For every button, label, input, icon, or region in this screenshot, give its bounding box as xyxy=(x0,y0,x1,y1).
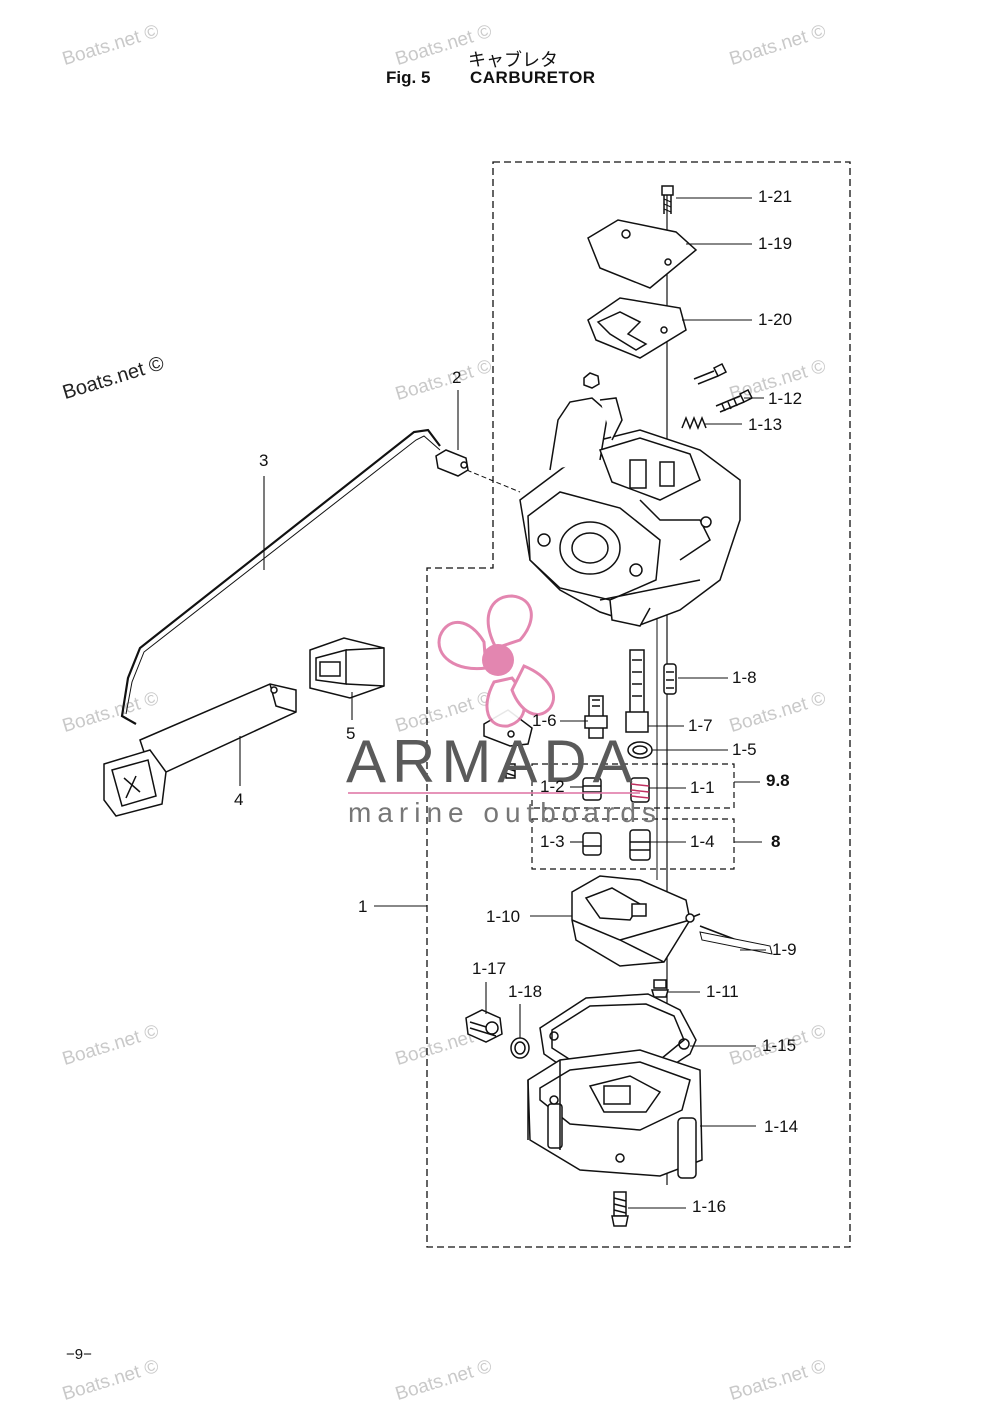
part-fitting-2 xyxy=(435,449,469,477)
callout-1-9: 1-9 xyxy=(772,940,797,959)
part-float-1-10 xyxy=(571,875,691,967)
callout-1-20: 1-20 xyxy=(758,310,793,329)
part-spring-1-13 xyxy=(681,415,707,431)
callout-3: 3 xyxy=(259,451,269,470)
part-small-screw xyxy=(505,763,516,779)
callout-1-16: 1-16 xyxy=(692,1197,727,1216)
callout-1-14: 1-14 xyxy=(764,1117,799,1136)
callout-1-10: 1-10 xyxy=(486,907,521,926)
callout-1-6: 1-6 xyxy=(532,711,557,730)
part-pilot-jet-1-6 xyxy=(584,695,608,739)
part-float-chamber-1-14 xyxy=(527,1049,703,1179)
part-gasket-1-20 xyxy=(587,297,687,359)
part-needle-valve-1-8 xyxy=(663,663,677,695)
group-box-9-8 xyxy=(531,763,735,809)
page-number: −9− xyxy=(66,1346,92,1363)
callout-1-1: 1-1 xyxy=(690,778,715,797)
figure-label: Fig. 5 xyxy=(386,68,431,87)
part-cover-1-19 xyxy=(587,219,698,289)
part-main-jet-1-1 xyxy=(630,777,650,803)
part-main-jet-1-3 xyxy=(582,832,602,856)
part-screw-1-12 xyxy=(715,388,754,413)
callout-1-5: 1-5 xyxy=(732,740,757,759)
callout-4: 4 xyxy=(234,790,244,809)
callout-1-19: 1-19 xyxy=(758,234,793,253)
callout-1-7: 1-7 xyxy=(688,716,713,735)
part-washer-1-18 xyxy=(510,1037,530,1059)
part-screw-1-21 xyxy=(661,185,674,214)
group-box-8 xyxy=(531,818,735,870)
callout-1-11: 1-11 xyxy=(706,982,739,1001)
part-screw-1-11 xyxy=(651,979,669,998)
part-carburetor-body xyxy=(519,397,741,627)
part-main-jet-1-4 xyxy=(629,829,651,861)
callout-1: 1 xyxy=(358,897,368,916)
callout-8: 8 xyxy=(771,832,781,851)
figure-title: CARBURETOR xyxy=(470,68,596,87)
callout-1-4: 1-4 xyxy=(690,832,715,851)
part-drain-screw-1-17 xyxy=(465,1009,503,1043)
part-choke-rod-3 xyxy=(120,428,441,725)
callout-1-15: 1-15 xyxy=(762,1036,797,1055)
part-choke-knob-4 xyxy=(103,683,297,817)
callout-1-17: 1-17 xyxy=(472,959,507,978)
callout-5: 5 xyxy=(346,724,356,743)
armada-logo-tagline: marine outboards xyxy=(348,797,662,828)
callout-9-8: 9.8 xyxy=(766,771,790,790)
callout-1-8: 1-8 xyxy=(732,668,757,687)
assembly-boundary xyxy=(426,161,851,1248)
callout-1-13: 1-13 xyxy=(748,415,783,434)
callout-1-21: 1-21 xyxy=(758,187,793,206)
callout-2: 2 xyxy=(452,368,462,387)
callout-1-18: 1-18 xyxy=(508,982,543,1001)
part-knob-5 xyxy=(309,637,385,699)
callout-1-2: 1-2 xyxy=(540,777,565,796)
callout-1-3: 1-3 xyxy=(540,832,565,851)
armada-logo-propeller-icon xyxy=(437,594,556,728)
armada-logo-wordmark: ARMADA xyxy=(346,728,639,795)
callout-1-12: 1-12 xyxy=(768,389,803,408)
part-emulsion-tube-1-7 xyxy=(625,649,649,733)
part-screw-1-16 xyxy=(611,1191,629,1227)
title-japanese: キャブレタ xyxy=(468,50,558,71)
